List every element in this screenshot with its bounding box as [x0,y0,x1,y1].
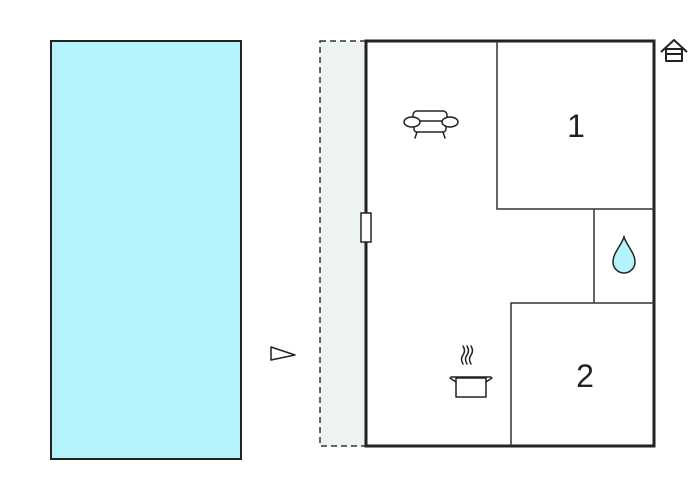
swimming-pool [50,40,242,460]
direction-arrow-icon [270,346,296,361]
house-outline [364,39,656,448]
cooking-pot-icon [449,345,493,398]
terrace [319,40,367,447]
interior-walls [496,41,654,446]
sofa-icon [403,110,459,139]
room-label-2: 2 [576,358,594,394]
house-icon [660,39,688,62]
water-drop-icon [612,234,636,274]
room-label-1: 1 [567,108,585,144]
entrance-door [360,212,372,243]
